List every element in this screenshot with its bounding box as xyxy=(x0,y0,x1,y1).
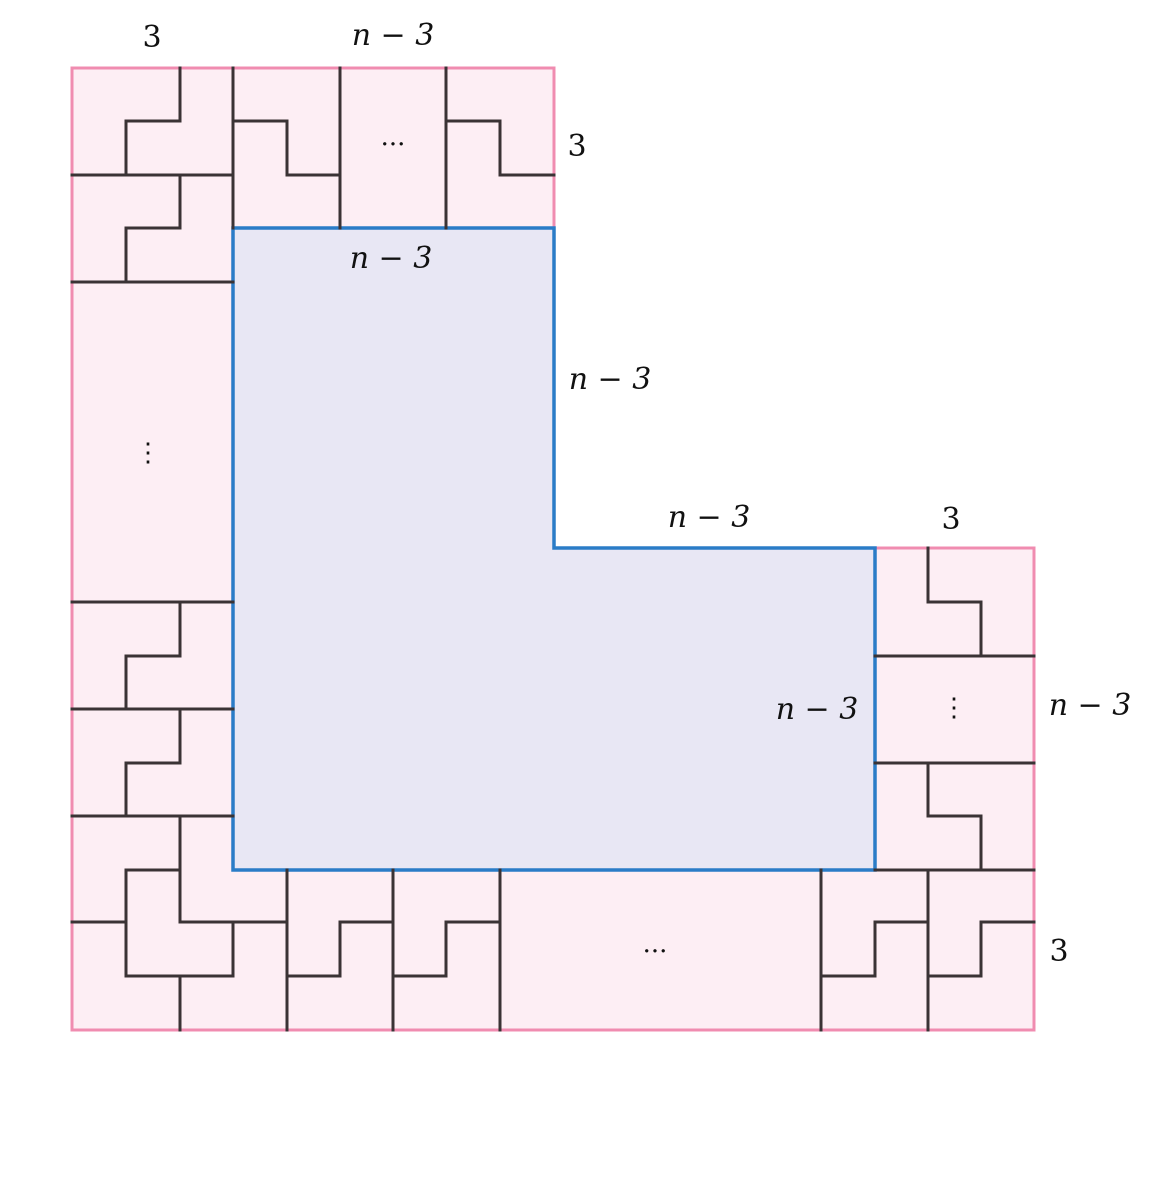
label-top-left-width: 3 xyxy=(142,20,161,55)
label-top-middle-width: n − 3 xyxy=(352,18,435,53)
cut-bottom-right xyxy=(819,868,1036,1032)
ellipsis-top-row: ··· xyxy=(381,130,406,160)
cut-bottom-row xyxy=(285,868,502,1032)
label-inner-top-width: n − 3 xyxy=(350,241,433,276)
ellipsis-right-column: ⋮ xyxy=(941,693,967,723)
ellipsis-bottom-row: ··· xyxy=(643,937,668,967)
tile-cut-lines xyxy=(70,66,1036,1032)
label-inner-right-height: n − 3 xyxy=(569,362,652,397)
ellipsis-left-column: ⋮ xyxy=(135,438,161,468)
cut-right-column xyxy=(873,546,1036,872)
cut-top-left xyxy=(70,66,235,284)
label-inner-bottom-right-height: n − 3 xyxy=(776,692,859,727)
label-right-side-height: n − 3 xyxy=(1049,688,1132,723)
blue-region xyxy=(231,226,877,872)
cut-top-row xyxy=(231,66,556,230)
label-inner-step-width: n − 3 xyxy=(668,500,751,535)
label-top-right-height: 3 xyxy=(567,129,586,164)
cut-left-column xyxy=(70,600,235,818)
label-bottom-right-height: 3 xyxy=(1049,934,1068,969)
cut-bottom-left xyxy=(70,814,289,1032)
label-right-block-width: 3 xyxy=(941,502,960,537)
